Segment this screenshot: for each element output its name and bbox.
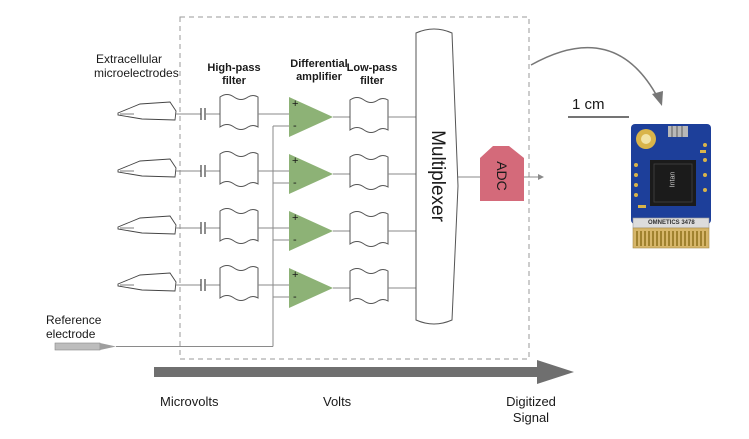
electrodes-label: Extracellular microelectrodes <box>94 52 179 80</box>
diffamp-header: Differential amplifier <box>283 58 355 84</box>
electrodes-label-line2: microelectrodes <box>94 66 179 80</box>
highpass-header-line2: filter <box>222 75 246 87</box>
connector-pin <box>692 231 694 246</box>
amp-plus-sign: + <box>292 155 299 167</box>
reference-electrode <box>54 342 273 351</box>
amp-plus-sign: + <box>292 269 299 281</box>
differential-amplifier <box>289 268 333 308</box>
highpass-filter <box>219 265 259 301</box>
lowpass-filter <box>349 154 389 190</box>
axis-volts: Volts <box>323 394 352 409</box>
adc-output-arrowhead <box>538 174 544 180</box>
curved-arrowhead-icon <box>652 91 663 106</box>
amp-plus-sign: + <box>292 98 299 110</box>
lowpass-filter <box>349 97 389 133</box>
amp-minus-sign: - <box>293 291 297 303</box>
axis-digitized-line1: Digitized <box>506 394 556 409</box>
channel-1 <box>117 94 416 137</box>
lowpass-header-line2: filter <box>360 75 384 87</box>
lowpass-header-line1: Low-pass <box>346 62 398 74</box>
axis-digitized: Digitized Signal <box>499 394 563 426</box>
highpass-header: High-pass filter <box>198 62 270 88</box>
connector-pin <box>656 231 658 246</box>
diffamp-header-line1: Differential <box>290 58 348 70</box>
channel-3 <box>117 208 416 251</box>
reference-label-line2: electrode <box>46 327 96 341</box>
scale-label: 1 cm <box>572 96 605 113</box>
chip-brand: Intan <box>669 171 677 188</box>
connector-pin <box>688 231 690 246</box>
connector-pin <box>644 231 646 246</box>
connector-pin <box>652 231 654 246</box>
connector-pin <box>660 231 662 246</box>
reference-label-line1: Reference <box>46 313 102 327</box>
lowpass-filter <box>349 268 389 304</box>
connector-pin <box>668 231 670 246</box>
channel-group <box>117 94 416 308</box>
connector-pin <box>664 231 666 246</box>
highpass-header-line1: High-pass <box>207 62 261 74</box>
channel-2 <box>117 151 416 194</box>
lowpass-filter <box>349 211 389 247</box>
adc-label: ADC <box>494 161 510 191</box>
connector-pin <box>636 231 638 246</box>
connector-pin <box>684 231 686 246</box>
connector-pin <box>640 231 642 246</box>
signal-arrow <box>154 360 574 384</box>
differential-amplifier <box>289 97 333 137</box>
electrode <box>117 158 177 178</box>
multiplexer-label: Multiplexer <box>427 130 448 222</box>
electrode <box>117 272 177 292</box>
amp-minus-sign: - <box>293 234 297 246</box>
electrodes-label-line1: Extracellular <box>96 52 163 66</box>
chip-connector-text: OMNETICS 3478 <box>648 220 695 226</box>
connector-pin <box>676 231 678 246</box>
electrode <box>117 215 177 235</box>
axis-digitized-line2: Signal <box>512 410 550 425</box>
curved-arrow <box>530 46 659 99</box>
lowpass-header: Low-pass filter <box>336 62 408 88</box>
connector-pin <box>648 231 650 246</box>
connector-pin <box>672 231 674 246</box>
diffamp-header-line2: amplifier <box>296 71 342 83</box>
electrode <box>117 101 177 121</box>
amp-minus-sign: - <box>293 177 297 189</box>
channel-4 <box>117 265 416 308</box>
multiplexer-block <box>415 28 459 325</box>
highpass-filter <box>219 94 259 130</box>
amp-minus-sign: - <box>293 120 297 132</box>
headstage-boundary <box>179 16 530 360</box>
reference-label: Reference electrode <box>46 313 101 341</box>
differential-amplifier <box>289 211 333 251</box>
headstage-chip-image <box>631 124 711 249</box>
connector-pin <box>700 231 702 246</box>
connector-pin <box>704 231 706 246</box>
adc-block <box>480 146 524 201</box>
differential-amplifier <box>289 154 333 194</box>
highpass-filter <box>219 208 259 244</box>
connector-pin <box>680 231 682 246</box>
connector-pin <box>696 231 698 246</box>
highpass-filter <box>219 151 259 187</box>
axis-microvolts: Microvolts <box>160 394 219 409</box>
amp-plus-sign: + <box>292 212 299 224</box>
